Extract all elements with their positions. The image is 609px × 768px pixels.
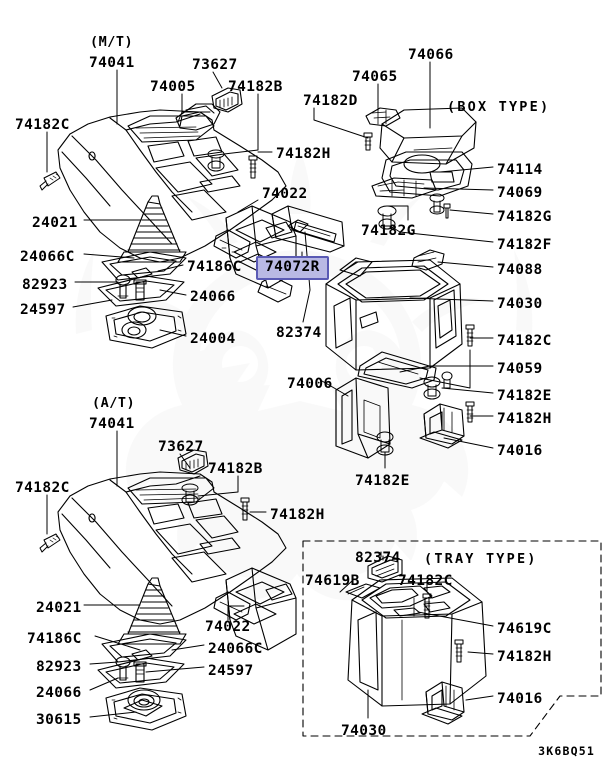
label-74182F: 74182F [497, 237, 552, 253]
label-74182H-main: 74182H [497, 411, 552, 427]
section-title-tray-type: (TRAY TYPE) [424, 551, 538, 567]
box-type-group [365, 107, 477, 199]
label-74022-mt: 74022 [262, 186, 308, 202]
part-74022-shape [271, 205, 345, 253]
label-74182C-tray: 74182C [398, 573, 453, 589]
label-74069: 74069 [497, 185, 543, 201]
label-82923-at: 82923 [36, 659, 82, 675]
label-74066: 74066 [408, 47, 454, 63]
label-24597-at: 24597 [208, 663, 254, 679]
label-74182E-right: 74182E [497, 388, 552, 404]
label-74182B-at: 74182B [208, 461, 263, 477]
label-24066-mt: 24066 [190, 289, 236, 305]
label-74088: 74088 [497, 262, 543, 278]
section-title-box-type: (BOX TYPE) [447, 99, 551, 115]
label-24066-at: 24066 [36, 685, 82, 701]
label-74182H-mt: 74182H [276, 146, 331, 162]
section-title-at: (A/T) [92, 395, 136, 411]
console-box-group [325, 249, 465, 459]
at-console-group [57, 471, 297, 651]
label-74030-tray: 74030 [341, 723, 387, 739]
part-74005-shape [175, 103, 221, 131]
label-74182C-main: 74182C [497, 333, 552, 349]
section-title-mt: (M/T) [90, 34, 134, 50]
label-74619C: 74619C [497, 621, 552, 637]
label-74005: 74005 [150, 79, 196, 95]
label-74182G-right: 74182G [497, 209, 552, 225]
label-74186C-mt: 74186C [187, 259, 242, 275]
label-74016-tray: 74016 [497, 691, 543, 707]
label-74182H-at: 74182H [270, 507, 325, 523]
label-24021-mt: 24021 [32, 215, 78, 231]
part-74072R-shape [339, 257, 373, 277]
label-74006: 74006 [287, 376, 333, 392]
label-24066C-at: 24066C [208, 641, 263, 657]
mt-shift-boot-group [97, 195, 187, 349]
label-24004: 24004 [190, 331, 236, 347]
label-74016-main: 74016 [497, 443, 543, 459]
label-74186C-at: 74186C [27, 631, 82, 647]
at-shift-boot-group [97, 577, 187, 731]
label-74182D: 74182D [303, 93, 358, 109]
label-74059: 74059 [497, 361, 543, 377]
label-30615: 30615 [36, 712, 82, 728]
label-74182H-tray: 74182H [497, 649, 552, 665]
leader-lines [46, 61, 494, 719]
label-74065: 74065 [352, 69, 398, 85]
drawing-code: 3K6BQ51 [538, 744, 595, 758]
label-24066C-mt: 24066C [20, 249, 75, 265]
label-74030-main: 74030 [497, 296, 543, 312]
label-73627-mt: 73627 [192, 57, 238, 73]
part-73627-at-shape [177, 449, 209, 475]
part-82374-tray-shape [367, 555, 403, 583]
label-74182G-left: 74182G [361, 223, 416, 239]
label-74619B: 74619B [305, 573, 360, 589]
label-74114: 74114 [497, 162, 543, 178]
label-24021-at: 24021 [36, 600, 82, 616]
label-74182B-mt: 74182B [228, 79, 283, 95]
highlighted-part-number-74072R[interactable]: 74072R [256, 256, 329, 280]
part-82374-shape [287, 219, 309, 233]
label-74182C-at: 74182C [15, 480, 70, 496]
label-24597-mt: 24597 [20, 302, 66, 318]
label-73627-at: 73627 [158, 439, 204, 455]
label-74182C-mt: 74182C [15, 117, 70, 133]
label-74182E-bottom: 74182E [355, 473, 410, 489]
part-73627-shape [211, 87, 243, 113]
label-74022-at: 74022 [205, 619, 251, 635]
label-74041-mt: 74041 [89, 55, 135, 71]
label-74041-at: 74041 [89, 416, 135, 432]
label-82374-main: 82374 [276, 325, 322, 341]
tray-type-group [302, 540, 602, 737]
label-82374-tray: 82374 [355, 550, 401, 566]
label-82923-mt: 82923 [22, 277, 68, 293]
